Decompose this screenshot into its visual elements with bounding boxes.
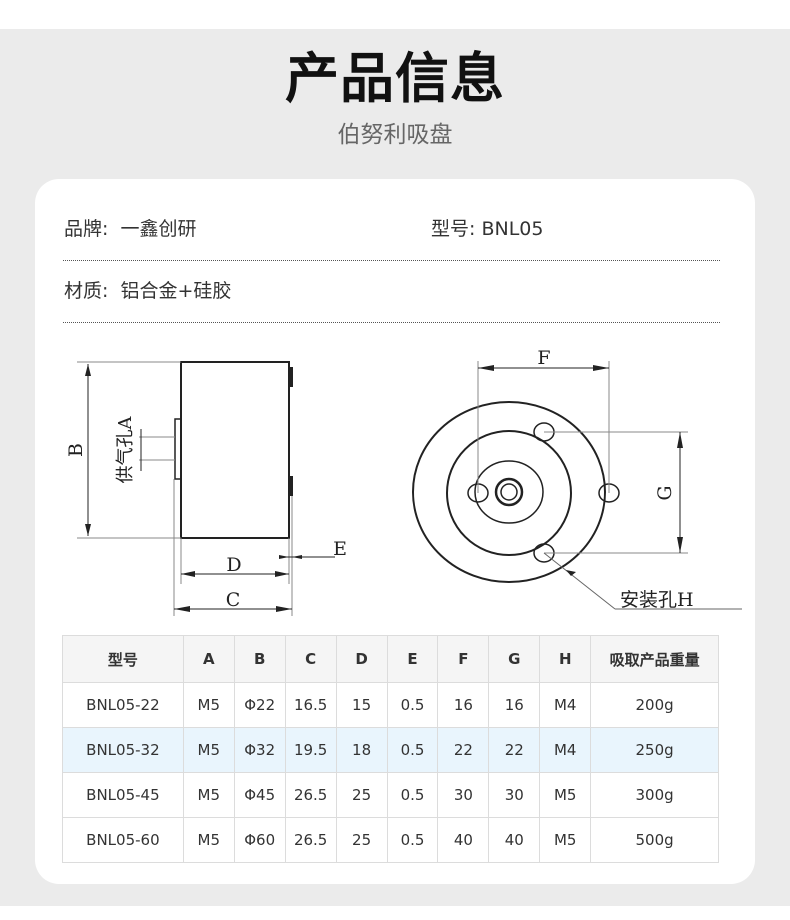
info-row-material: 材质: 铝合金+硅胶 bbox=[63, 261, 720, 323]
cell-A: M5 bbox=[182, 772, 235, 818]
cell-weight: 300g bbox=[590, 772, 719, 818]
cell-D: 15 bbox=[335, 682, 388, 728]
table-row-highlighted: BNL05-32 M5 Φ32 19.5 18 0.5 22 22 M4 250… bbox=[62, 727, 719, 773]
cell-G: 22 bbox=[488, 727, 541, 773]
label-mount-hole-H: 安装孔H bbox=[620, 589, 694, 611]
label-B: B bbox=[65, 443, 87, 457]
header-A: A bbox=[182, 635, 235, 683]
page-subtitle: 伯努利吸盘 bbox=[337, 122, 453, 148]
label-E: E bbox=[333, 538, 347, 560]
label-C: C bbox=[226, 589, 241, 611]
label-D: D bbox=[226, 554, 241, 576]
cell-H: M5 bbox=[539, 817, 592, 863]
cell-B: Φ45 bbox=[233, 772, 286, 818]
cell-A: M5 bbox=[182, 682, 235, 728]
page-title: 产品信息 bbox=[285, 47, 505, 110]
side-view-drawing: B D C E 供气孔A bbox=[65, 347, 742, 616]
cell-C: 26.5 bbox=[284, 772, 337, 818]
table-header-row: 型号 A B C D E F G H 吸取产品重量 bbox=[62, 635, 719, 683]
info-row-brand-model: 品牌: 一鑫创研 型号: BNL05 bbox=[63, 199, 720, 261]
header-H: H bbox=[539, 635, 592, 683]
cell-G: 16 bbox=[488, 682, 541, 728]
cell-D: 18 bbox=[335, 727, 388, 773]
cell-F: 22 bbox=[437, 727, 490, 773]
spec-table: 型号 A B C D E F G H 吸取产品重量 BNL05-22 M5 Φ2… bbox=[62, 635, 719, 863]
header-D: D bbox=[335, 635, 388, 683]
table-row: BNL05-45 M5 Φ45 26.5 25 0.5 30 30 M5 300… bbox=[62, 772, 719, 818]
brand-label: 品牌: bbox=[64, 218, 109, 240]
material-field: 材质: 铝合金+硅胶 bbox=[64, 278, 231, 304]
cell-model: BNL05-22 bbox=[62, 682, 184, 728]
cell-B: Φ22 bbox=[233, 682, 286, 728]
front-view-drawing bbox=[412, 361, 742, 610]
cell-model: BNL05-45 bbox=[62, 772, 184, 818]
cell-H: M4 bbox=[539, 727, 592, 773]
cell-H: M4 bbox=[539, 682, 592, 728]
cell-E: 0.5 bbox=[386, 727, 439, 773]
cell-A: M5 bbox=[182, 727, 235, 773]
material-label: 材质: bbox=[64, 280, 109, 302]
header-B: B bbox=[233, 635, 286, 683]
cell-F: 30 bbox=[437, 772, 490, 818]
cell-C: 16.5 bbox=[284, 682, 337, 728]
cell-model: BNL05-60 bbox=[62, 817, 184, 863]
header-E: E bbox=[386, 635, 439, 683]
cell-F: 16 bbox=[437, 682, 490, 728]
cell-A: M5 bbox=[182, 817, 235, 863]
cell-weight: 500g bbox=[590, 817, 719, 863]
model-field: 型号: BNL05 bbox=[431, 216, 543, 242]
cell-C: 19.5 bbox=[284, 727, 337, 773]
cell-D: 25 bbox=[335, 817, 388, 863]
cell-E: 0.5 bbox=[386, 772, 439, 818]
brand-value: 一鑫创研 bbox=[120, 218, 197, 240]
label-G: G bbox=[654, 485, 676, 500]
cell-B: Φ60 bbox=[233, 817, 286, 863]
cell-G: 40 bbox=[488, 817, 541, 863]
header-weight: 吸取产品重量 bbox=[590, 635, 719, 683]
material-value: 铝合金+硅胶 bbox=[120, 280, 232, 302]
label-air-port-A: 供气孔A bbox=[115, 416, 136, 484]
table-row: BNL05-22 M5 Φ22 16.5 15 0.5 16 16 M4 200… bbox=[62, 682, 719, 728]
brand-field: 品牌: 一鑫创研 bbox=[64, 216, 196, 242]
cell-E: 0.5 bbox=[386, 817, 439, 863]
cell-H: M5 bbox=[539, 772, 592, 818]
cell-E: 0.5 bbox=[386, 682, 439, 728]
header-F: F bbox=[437, 635, 490, 683]
cell-D: 25 bbox=[335, 772, 388, 818]
product-info-card: 品牌: 一鑫创研 型号: BNL05 材质: 铝合金+硅胶 bbox=[35, 179, 755, 884]
cell-weight: 200g bbox=[590, 682, 719, 728]
model-value: BNL05 bbox=[481, 218, 544, 240]
cell-weight: 250g bbox=[590, 727, 719, 773]
cell-C: 26.5 bbox=[284, 817, 337, 863]
model-label: 型号: bbox=[431, 218, 476, 240]
header-model: 型号 bbox=[62, 635, 184, 683]
cell-G: 30 bbox=[488, 772, 541, 818]
table-row: BNL05-60 M5 Φ60 26.5 25 0.5 40 40 M5 500… bbox=[62, 817, 719, 863]
header-C: C bbox=[284, 635, 337, 683]
cell-model: BNL05-32 bbox=[62, 727, 184, 773]
label-F: F bbox=[537, 347, 550, 369]
cell-B: Φ32 bbox=[233, 727, 286, 773]
header-G: G bbox=[488, 635, 541, 683]
cell-F: 40 bbox=[437, 817, 490, 863]
